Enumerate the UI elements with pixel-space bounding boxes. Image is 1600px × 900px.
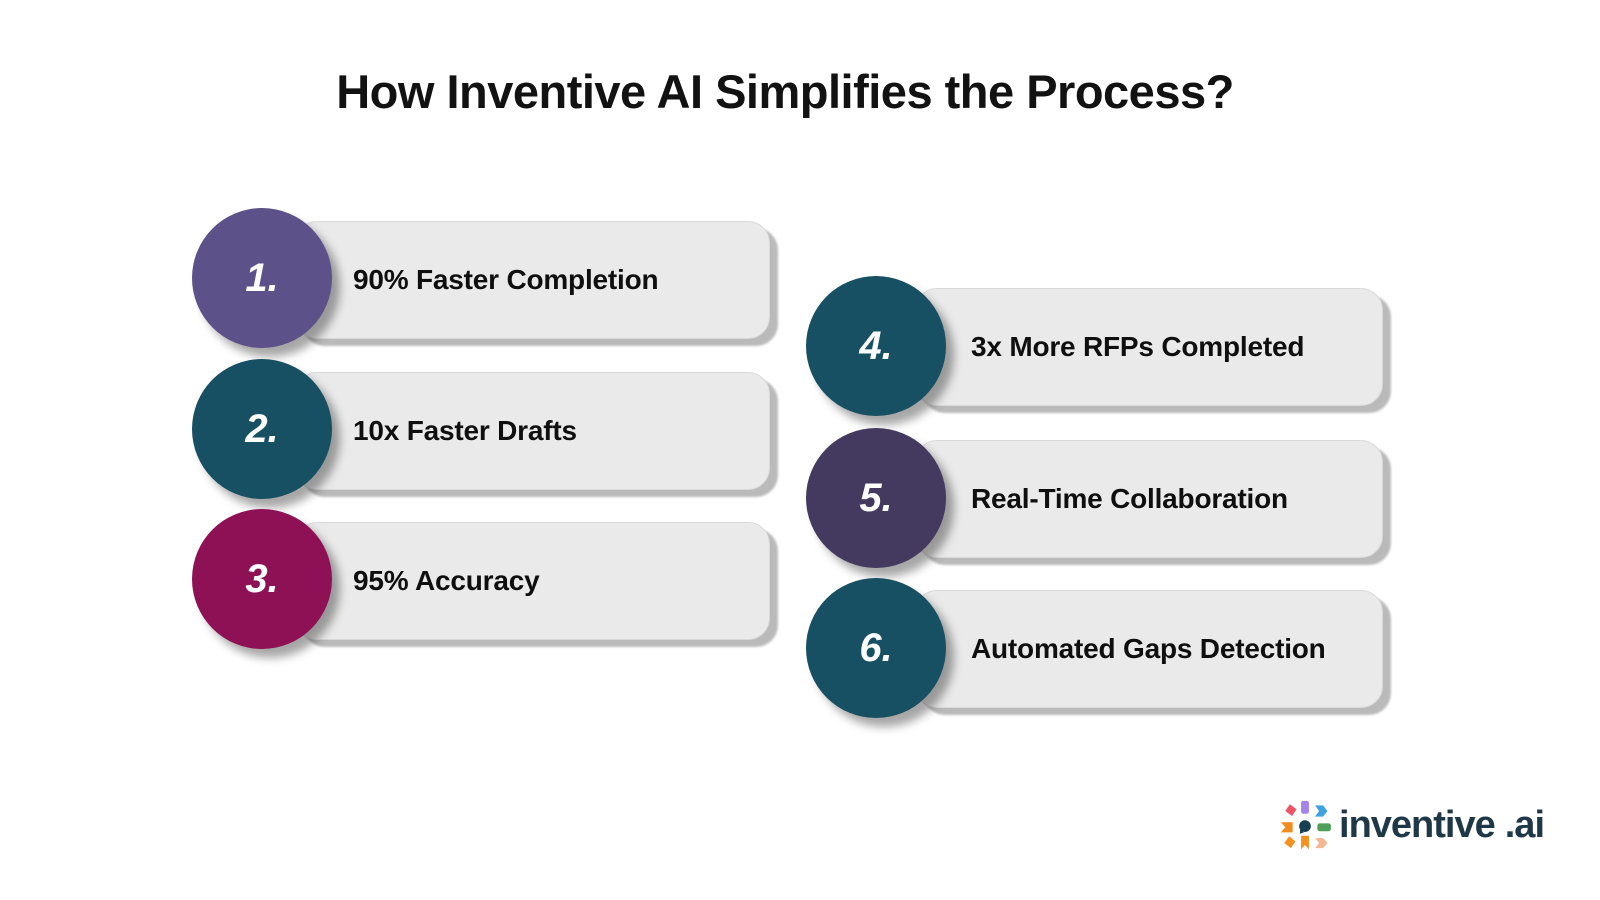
inventive-ai-logo: inventive .ai: [1278, 798, 1545, 852]
step-6-number: 6.: [859, 625, 893, 670]
inventive-pinwheel-icon: [1280, 800, 1331, 850]
logo-suffix: .ai: [1504, 803, 1545, 846]
step-2-number: 2.: [245, 406, 279, 451]
logo-name: inventive: [1339, 803, 1496, 846]
step-3-number-circle: 3.: [192, 509, 332, 649]
step-4-pill: 3x More RFPs Completed: [915, 288, 1383, 406]
step-6-pill: Automated Gaps Detection: [915, 590, 1383, 708]
page-title: How Inventive AI Simplifies the Process?: [336, 65, 1234, 118]
step-3-number: 3.: [245, 556, 279, 601]
step-1-pill: 90% Faster Completion: [295, 221, 770, 339]
step-3-label: 95% Accuracy: [353, 565, 540, 596]
step-1-number-circle: 1.: [192, 208, 332, 348]
step-5-number: 5.: [859, 475, 893, 520]
step-5-label: Real-Time Collaboration: [971, 483, 1288, 514]
step-4-number-circle: 4.: [806, 276, 946, 416]
step-5-number-circle: 5.: [806, 428, 946, 568]
step-1-label: 90% Faster Completion: [353, 264, 659, 295]
step-3-pill: 95% Accuracy: [295, 522, 770, 640]
step-6-label: Automated Gaps Detection: [971, 633, 1326, 664]
step-2-label: 10x Faster Drafts: [353, 415, 577, 446]
step-4-number: 4.: [859, 323, 893, 368]
step-2-number-circle: 2.: [192, 359, 332, 499]
step-1-number: 1.: [245, 255, 279, 300]
step-5-pill: Real-Time Collaboration: [915, 440, 1383, 558]
step-6-number-circle: 6.: [806, 578, 946, 718]
step-4-label: 3x More RFPs Completed: [971, 331, 1305, 362]
step-2-pill: 10x Faster Drafts: [295, 372, 770, 490]
logo-wordmark: inventive .ai: [1339, 803, 1545, 847]
